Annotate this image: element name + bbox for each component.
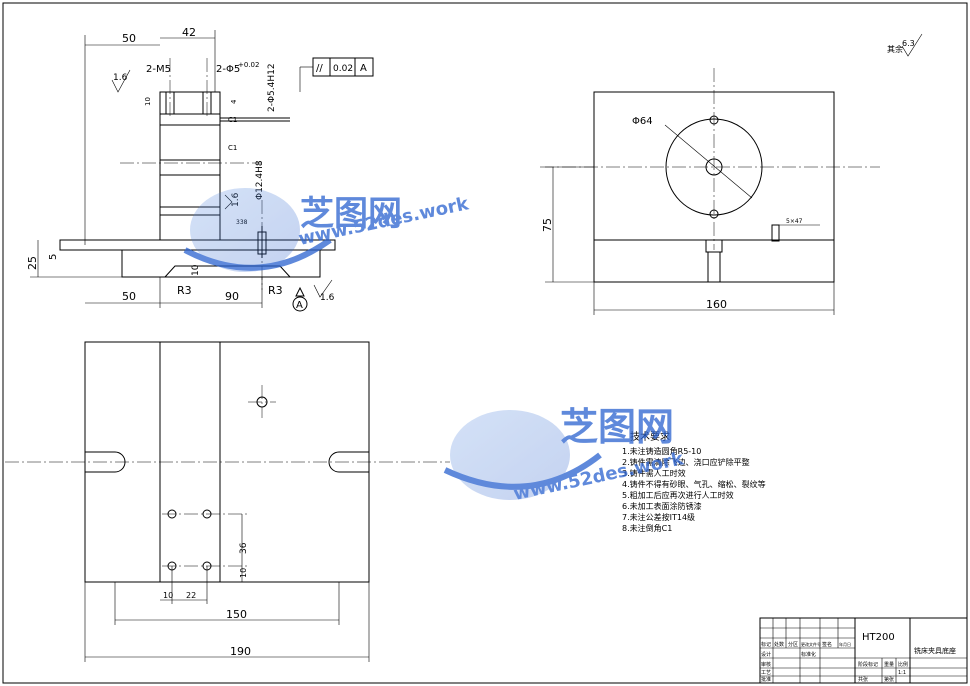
tb-cell-7: 标准化 [801, 651, 816, 658]
watermark-2: 芝图网 www.52des.work [443, 405, 686, 505]
dim-36: 36 [239, 542, 249, 554]
surface-finish-note: 其余 6.3 [887, 33, 923, 57]
dim-10h: 10 [163, 591, 173, 600]
watermark-2-name: 芝图网 [560, 405, 674, 449]
note-small: 5×47 [786, 218, 803, 225]
tech-req-item-5: 5.粗加工后应再次进行人工时效 [622, 490, 734, 500]
dim-left-height: 25 [26, 256, 39, 270]
tech-req-title: 技术要求 [630, 430, 670, 443]
note-bore: Φ12.4H8 [255, 160, 265, 200]
datum-label: A [296, 300, 303, 311]
radius-left: R3 [177, 284, 192, 297]
dim-left-small: 5 [48, 254, 59, 260]
label-10: 10 [144, 97, 152, 106]
tech-req-item-2: 2.铸件需清除飞边、浇口应铲除平整 [622, 457, 750, 467]
fcf-value: 0.02 [333, 64, 353, 74]
label-c1-a: C1 [228, 144, 237, 152]
note-holes-b: 2-Φ5 [216, 64, 240, 75]
tb-cell-16: 1:1 [898, 670, 906, 676]
front-section-view: 50 42 2-M5 2-Φ5 +0.02 2-Φ5.4H12 // 0.02 … [26, 26, 374, 312]
surface-finish-label: 其余 [887, 44, 903, 54]
title-block: HT200 铣床夹具底座 标记 处数 分区 更改文件号 签名 年月日 设计 标准… [759, 617, 968, 684]
tb-cell-9: 工艺 [761, 670, 771, 676]
dim-bottom-left: 50 [122, 290, 136, 303]
fcf-datum: A [360, 63, 367, 74]
tb-cell-6: 设计 [761, 651, 771, 658]
tech-req-item-7: 7.未注公差按IT14级 [622, 512, 695, 522]
dim-150: 150 [226, 608, 247, 621]
tb-cell-0: 标记 [761, 641, 771, 648]
tb-cell-4: 签名 [822, 641, 832, 648]
tech-req-item-8: 8.未注倒角C1 [622, 523, 672, 533]
title-material: HT200 [862, 632, 895, 643]
note-holes-a: 2-M5 [146, 64, 171, 75]
dim-190: 190 [230, 645, 251, 658]
watermark-1: 芝图网 www.52des.work [183, 188, 471, 272]
tb-cell-2: 分区 [788, 641, 798, 648]
label-c1-b: C1 [228, 116, 237, 124]
top-view: 36 10 10 22 150 190 [5, 341, 450, 662]
tb-cell-14: 共张 [858, 676, 868, 683]
dim-width: 160 [706, 298, 727, 311]
surface-finish-value: 6.3 [902, 39, 915, 48]
tol-holes-b: +0.02 [238, 61, 259, 69]
tb-cell-15: 第张 [884, 676, 894, 683]
tech-requirements: 技术要求 1.未注铸造圆角R5-10 2.铸件需清除飞边、浇口应铲除平整 3.铸… [622, 430, 766, 533]
tb-cell-11: 阶段标记 [858, 661, 878, 668]
dim-height: 75 [541, 218, 554, 232]
watermark-1-name: 芝图网 [300, 194, 402, 234]
tech-req-item-4: 4.铸件不得有砂眼、气孔、缩松、裂纹等 [622, 479, 766, 489]
side-view: Φ64 5×47 75 160 [540, 68, 880, 315]
radius-right: R3 [268, 284, 283, 297]
tb-cell-10: 批准 [761, 676, 771, 683]
feature-control-frame: // 0.02 A [299, 57, 374, 92]
rough-bottom: 1.6 [320, 293, 335, 303]
dim-bottom-mid: 90 [225, 290, 239, 303]
tech-req-item-1: 1.未注铸造圆角R5-10 [622, 446, 701, 456]
note-holes-c: 2-Φ5.4H12 [267, 63, 277, 112]
tech-req-item-6: 6.未加工表面涂防锈漆 [622, 501, 702, 511]
tb-cell-13: 比例 [898, 661, 908, 668]
dim-22: 22 [186, 591, 196, 600]
tb-cell-1: 处数 [774, 641, 784, 648]
rough-top: 1.6 [113, 73, 128, 83]
tb-cell-8: 审核 [761, 661, 771, 668]
dim-10v: 10 [239, 568, 248, 578]
dim-slot-depth: 10 [191, 264, 201, 276]
tech-req-item-3: 3.铸件需人工时效 [622, 468, 686, 478]
label-4: 4 [230, 99, 238, 104]
dim-top-mid: 42 [182, 26, 196, 39]
circle-label: Φ64 [632, 116, 653, 127]
tb-cell-5: 年月日 [839, 641, 851, 647]
tb-cell-3: 更改文件号 [801, 641, 821, 647]
dim-top-left: 50 [122, 32, 136, 45]
fcf-symbol: // [316, 63, 323, 74]
tb-cell-12: 重量 [884, 661, 894, 668]
title-drawing-name: 铣床夹具底座 [914, 646, 956, 655]
